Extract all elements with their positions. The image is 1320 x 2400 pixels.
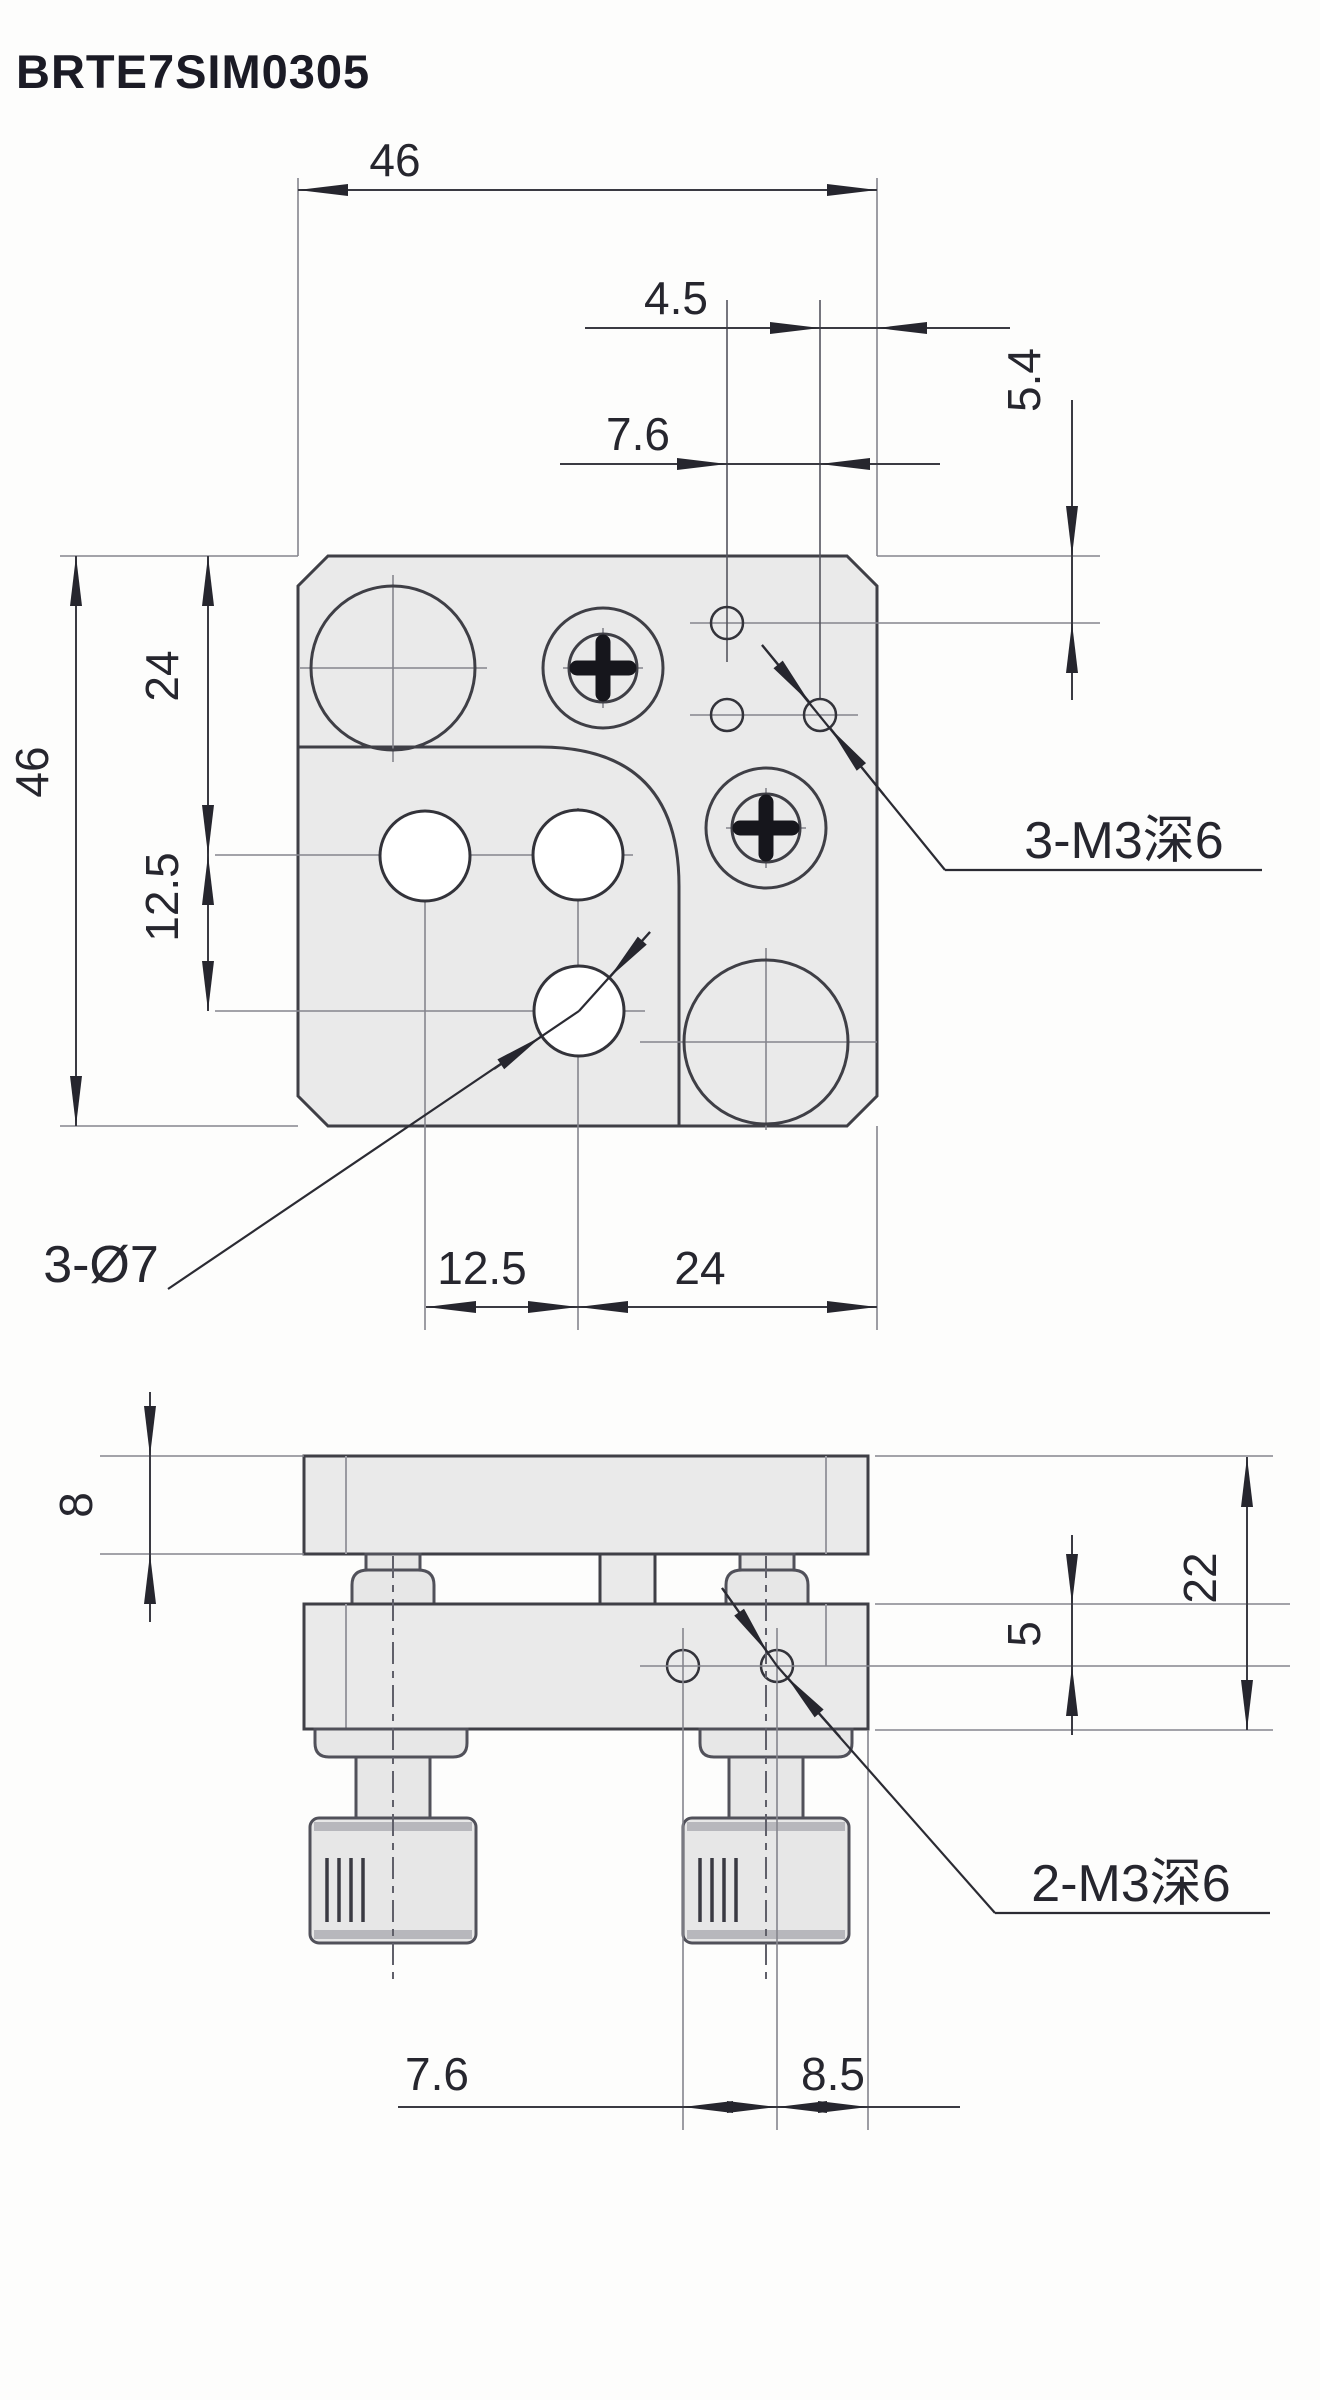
tapped-holes-label: 3-M3深6 <box>1024 812 1223 870</box>
through-hole-2 <box>531 808 625 902</box>
stage-step-contour <box>298 745 681 1126</box>
dim-row-spacing-value: 12.5 <box>136 852 188 942</box>
dim-hole-row-edge: 5.4 <box>998 348 1078 700</box>
tapped-hole-1 <box>709 605 745 641</box>
counterbore-hole-bottom-right <box>682 958 850 1126</box>
phillips-screw-right <box>704 766 828 890</box>
dim-plate-thickness-value: 8 <box>50 1492 102 1518</box>
through-holes-label: 3-Ø7 <box>43 1236 159 1294</box>
knob-left <box>308 1816 478 1945</box>
dim-bottom-spacing-value: 12.5 <box>437 1242 527 1294</box>
dim-bottom-edge: 24 <box>578 1242 877 1313</box>
dim-side-hole-spacing: 7.6 <box>398 2048 960 2113</box>
dim-row-top: 24 <box>136 556 214 855</box>
through-hole-1 <box>378 809 472 903</box>
dim-row-spacing: 12.5 <box>136 852 214 1011</box>
dim-hole-row-edge-value: 5.4 <box>998 348 1050 412</box>
dim-width-top-value: 46 <box>369 134 420 186</box>
side-view-extension-lines <box>100 1455 1290 2130</box>
dim-row-top-value: 24 <box>136 650 188 701</box>
dim-width-top: 46 <box>298 134 877 196</box>
side-top-plate <box>302 1454 870 1556</box>
center-tongue <box>598 1552 657 1606</box>
boss-left <box>313 1727 469 1759</box>
knob-right <box>681 1816 851 1945</box>
dim-height-left: 46 <box>6 556 83 1126</box>
dim-hole-offset-value: 5 <box>998 1621 1050 1647</box>
dim-side-hole-edge-value: 8.5 <box>801 2048 865 2100</box>
dim-total-height-value: 22 <box>1174 1552 1226 1603</box>
side-tapped-holes-label: 2-M3深6 <box>1031 1855 1230 1913</box>
callout-through-holes: 3-Ø7 <box>43 931 651 1294</box>
part-number: BRTE7SIM0305 <box>16 45 370 98</box>
phillips-screw-top <box>541 606 665 730</box>
dim-side-hole-edge: 8.5 <box>777 2048 868 2113</box>
callout-tapped-holes-top: 3-M3深6 <box>761 644 1262 872</box>
dim-height-left-value: 46 <box>6 746 58 797</box>
dim-bottom-edge-value: 24 <box>674 1242 725 1294</box>
dim-side-hole-spacing-value: 7.6 <box>405 2048 469 2100</box>
dim-total-height: 22 <box>1174 1457 1253 1730</box>
dim-plate-thickness: 8 <box>50 1392 156 1622</box>
dim-col-spacing: 7.6 <box>560 408 940 470</box>
counterbore-hole-top-left <box>309 584 477 752</box>
top-view: 46 4.5 7.6 5.4 46 <box>6 134 1262 1330</box>
tapped-hole-3 <box>802 697 838 733</box>
callout-tapped-holes-side: 2-M3深6 <box>721 1587 1270 1915</box>
dim-hole-offset: 5 <box>998 1535 1078 1735</box>
dim-col-spacing-value: 7.6 <box>606 408 670 460</box>
boss-right <box>698 1727 854 1759</box>
tapped-hole-2 <box>709 697 745 733</box>
dim-col-edge-value: 4.5 <box>644 272 708 324</box>
dim-bottom-spacing: 12.5 <box>426 1242 578 1313</box>
dim-col-edge: 4.5 <box>585 272 1010 334</box>
side-view: 8 22 5 2-M3深6 7.6 <box>50 1392 1290 2130</box>
